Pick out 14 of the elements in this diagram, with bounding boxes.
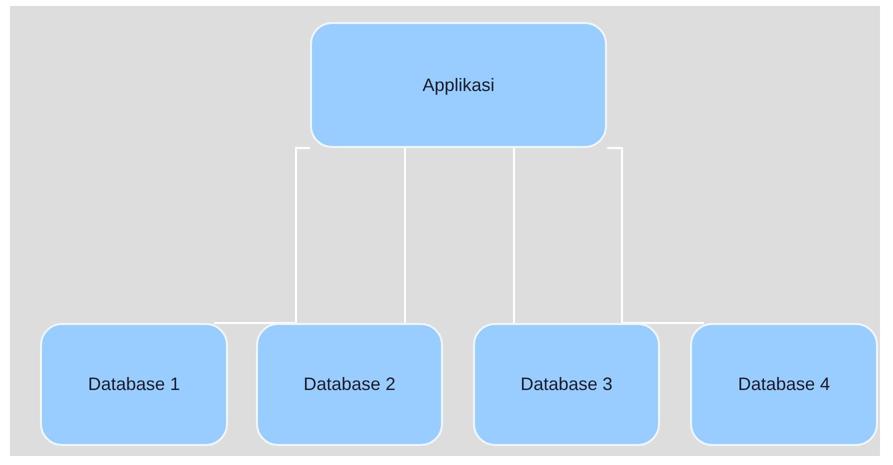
box-label: Database 3	[520, 373, 613, 396]
box-label: Database 4	[738, 373, 830, 396]
connector-line	[607, 147, 704, 324]
rounded-box	[310, 22, 607, 148]
rounded-box	[473, 323, 660, 446]
rounded-box	[690, 323, 878, 446]
box-label: Database 1	[88, 373, 180, 396]
connector-line	[404, 148, 406, 323]
connector-line	[214, 147, 310, 324]
box-label: Database 2	[303, 373, 396, 396]
rounded-box	[40, 323, 228, 446]
box-label: Applikasi	[422, 74, 495, 97]
connector-line	[513, 148, 515, 323]
rounded-box	[256, 323, 443, 446]
